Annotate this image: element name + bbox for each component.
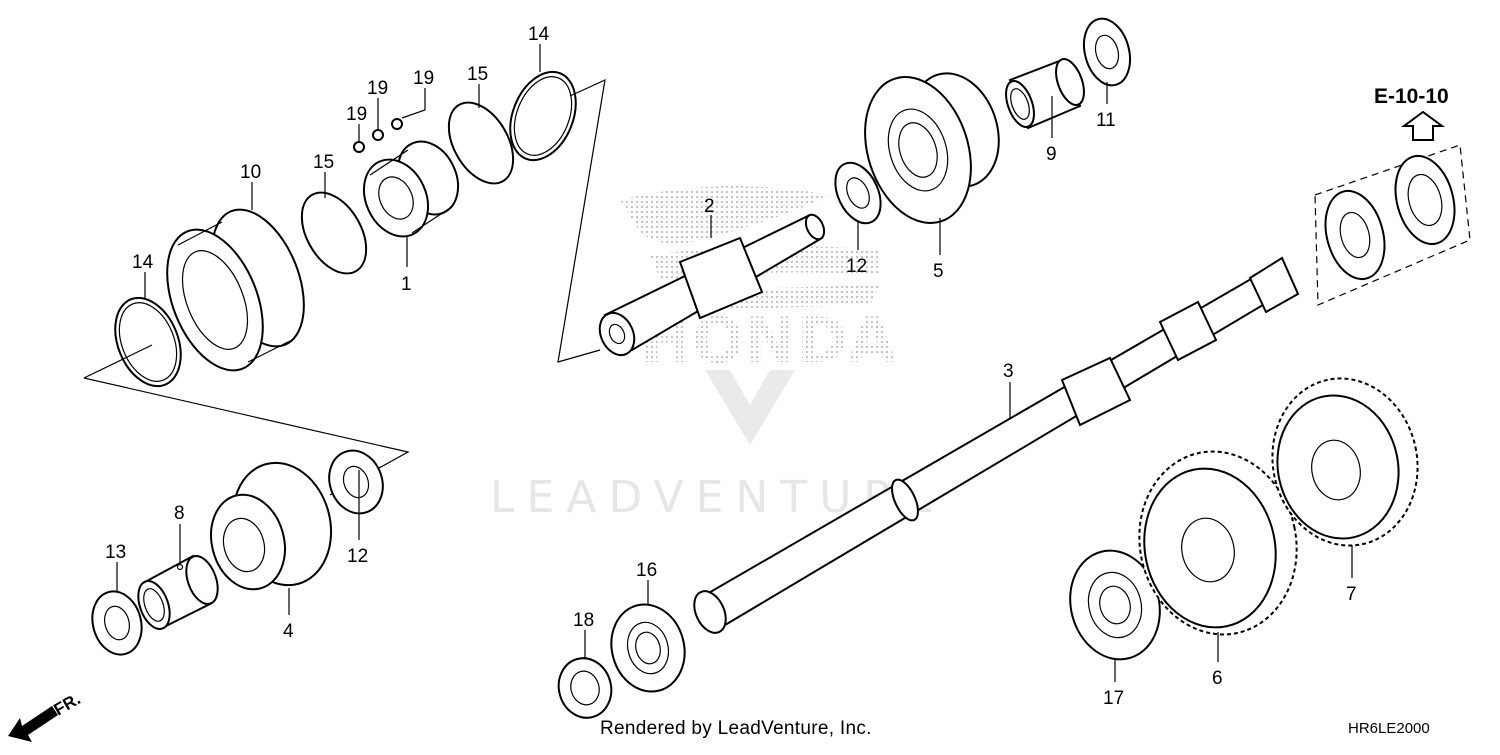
callout-12-upper: 12 bbox=[846, 256, 867, 277]
o-ring-15-right bbox=[447, 101, 515, 185]
snap-ring-14-left bbox=[114, 296, 182, 388]
callout-18: 18 bbox=[573, 610, 594, 631]
callout-5: 5 bbox=[933, 261, 944, 282]
callout-19-a: 19 bbox=[346, 104, 367, 125]
mainshaft-3 bbox=[693, 256, 1300, 634]
o-ring-15-left bbox=[300, 191, 368, 275]
reference-box bbox=[1314, 110, 1471, 306]
washer-11 bbox=[1082, 17, 1132, 87]
callout-3: 3 bbox=[1003, 361, 1014, 382]
callout-15-left: 15 bbox=[313, 152, 334, 173]
seal-18 bbox=[557, 657, 613, 719]
callout-15-right: 15 bbox=[467, 64, 488, 85]
front-arrow-icon bbox=[8, 706, 58, 742]
gear-6 bbox=[1138, 450, 1298, 636]
callout-8: 8 bbox=[174, 503, 185, 524]
callout-1: 1 bbox=[401, 274, 412, 295]
front-direction-indicator: FR. bbox=[8, 689, 84, 742]
snap-ring-14-upper bbox=[509, 70, 577, 162]
washer-13 bbox=[91, 590, 143, 656]
callout-6: 6 bbox=[1212, 668, 1223, 689]
callout-numbers: 1 2 3 4 5 6 7 8 9 10 11 12 12 13 14 14 1… bbox=[105, 24, 1449, 709]
callout-7: 7 bbox=[1346, 584, 1357, 605]
bearing-16 bbox=[610, 603, 686, 693]
gear-5 bbox=[864, 72, 1000, 224]
callout-2: 2 bbox=[704, 196, 715, 217]
footer-credit: Rendered by LeadVenture, Inc. bbox=[600, 718, 872, 739]
bushing-8 bbox=[137, 554, 219, 630]
callout-16: 16 bbox=[636, 560, 657, 581]
ball-19-group bbox=[353, 118, 403, 153]
leader-lines bbox=[116, 44, 1353, 682]
spline-hub-1 bbox=[362, 140, 460, 238]
gear-7 bbox=[1271, 377, 1419, 547]
callout-19-b: 19 bbox=[367, 78, 388, 99]
callout-19-c: 19 bbox=[413, 68, 434, 89]
callout-17: 17 bbox=[1103, 688, 1124, 709]
callout-14-upper: 14 bbox=[528, 24, 550, 45]
callout-4: 4 bbox=[283, 621, 294, 642]
washer-12-upper bbox=[834, 161, 882, 225]
bushing-9 bbox=[1005, 58, 1085, 130]
washer-12-lower bbox=[328, 449, 384, 515]
countershaft-2 bbox=[598, 213, 826, 357]
diagram-code: HR6LE2000 bbox=[1348, 720, 1430, 737]
callout-13: 13 bbox=[105, 542, 126, 563]
callout-14-left: 14 bbox=[132, 252, 154, 273]
callout-9: 9 bbox=[1046, 144, 1057, 165]
callout-11: 11 bbox=[1096, 110, 1116, 131]
gear-4 bbox=[210, 461, 333, 591]
shift-sleeve-10 bbox=[166, 208, 305, 372]
up-arrow-icon bbox=[1400, 110, 1446, 141]
group-bracket-lines bbox=[83, 78, 606, 496]
reference-label: E-10-10 bbox=[1374, 85, 1449, 108]
callout-12-lower: 12 bbox=[347, 546, 368, 567]
callout-10: 10 bbox=[240, 162, 261, 183]
